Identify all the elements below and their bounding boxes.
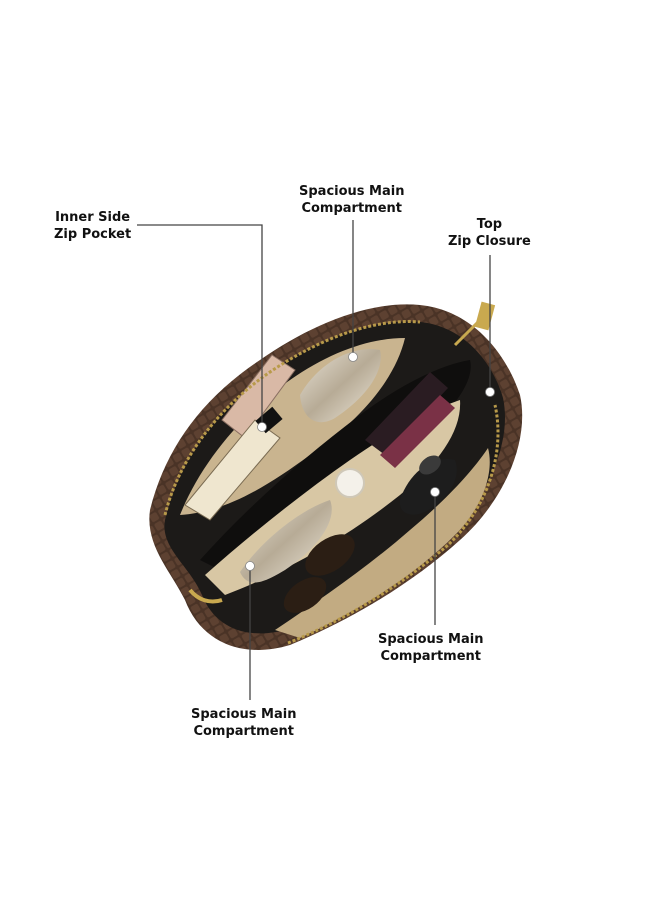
strap-ring-hardware bbox=[188, 588, 223, 604]
notebook-item bbox=[184, 419, 281, 521]
car-key-logo bbox=[419, 455, 441, 475]
callout-lines bbox=[137, 220, 491, 700]
callout-main-compartment-top: Spacious Main Compartment bbox=[299, 183, 404, 217]
satin-pouch bbox=[300, 349, 381, 423]
callout-dot-inner-side bbox=[257, 422, 267, 432]
callout-text-line2: Zip Closure bbox=[448, 234, 531, 249]
callout-text-line1: Spacious Main bbox=[299, 184, 405, 199]
callout-line-inner-side bbox=[137, 224, 263, 425]
callout-main-compartment-right: Spacious Main Compartment bbox=[378, 631, 483, 665]
front-compartment-lining bbox=[275, 448, 490, 638]
callout-text-line2: Compartment bbox=[193, 724, 295, 739]
callout-dots bbox=[245, 352, 495, 571]
callout-text-line2: Compartment bbox=[301, 201, 403, 216]
satin-pouch-middle bbox=[240, 500, 332, 583]
lipstick-item bbox=[365, 372, 448, 455]
callout-dot-main-right bbox=[430, 487, 440, 497]
callout-text-line2: Compartment bbox=[380, 649, 482, 664]
callout-dot-top-zip bbox=[485, 387, 495, 397]
sunglasses-item bbox=[305, 534, 355, 576]
car-key-item bbox=[399, 459, 457, 515]
zip-pull-ring bbox=[453, 320, 480, 347]
cream-jar-item bbox=[335, 468, 365, 498]
callout-text-line2: Zip Pocket bbox=[54, 227, 132, 242]
zipper-track-front bbox=[287, 404, 500, 645]
callout-text-line1: Top bbox=[476, 217, 503, 232]
callout-text-line1: Spacious Main bbox=[191, 707, 297, 722]
phone-item bbox=[221, 354, 296, 439]
callout-text-line1: Spacious Main bbox=[378, 632, 484, 647]
callout-inner-side-zip-pocket: Inner Side Zip Pocket bbox=[54, 209, 131, 243]
callout-top-zip-closure: Top Zip Closure bbox=[448, 216, 531, 250]
callout-dot-main-bottom bbox=[245, 561, 255, 571]
sunglasses-lens bbox=[283, 577, 327, 613]
compartments bbox=[180, 338, 490, 638]
zipper-track-back bbox=[163, 319, 421, 516]
zip-pull-tab bbox=[474, 301, 496, 331]
callout-text-line1: Inner Side bbox=[55, 210, 131, 225]
callout-dot-main-top bbox=[348, 352, 358, 362]
callout-main-compartment-bottom: Spacious Main Compartment bbox=[191, 706, 296, 740]
lip-gloss-item bbox=[380, 395, 455, 468]
